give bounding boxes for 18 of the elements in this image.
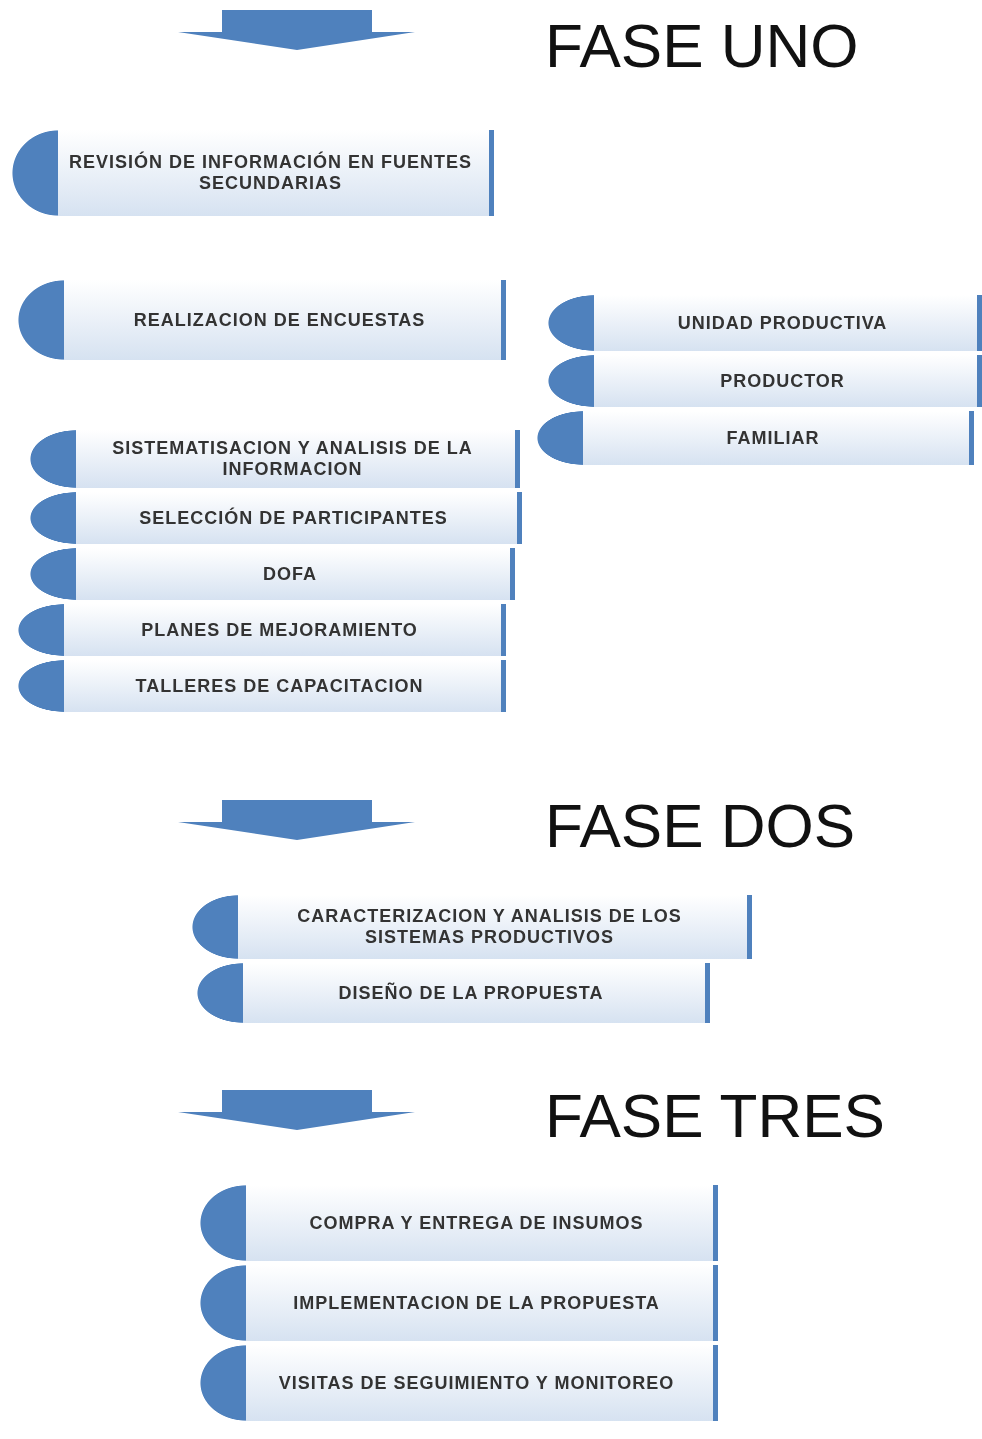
step-label: SISTEMATISACION Y ANALISIS DE LA INFORMACION: [111, 438, 474, 480]
step-label: DISEÑO DE LA PROPUESTA: [338, 982, 604, 1004]
phase-heading: FASE DOS: [545, 795, 856, 857]
step-label: UNIDAD PRODUCTIVA: [677, 312, 888, 334]
phase-heading: FASE TRES: [545, 1085, 885, 1147]
step-label: CARACTERIZACION Y ANALISIS DE LOS SISTEMAS PRODUCTIVOS: [296, 906, 683, 948]
step-label: COMPRA Y ENTREGA DE INSUMOS: [309, 1212, 644, 1234]
step-label: PRODUCTOR: [720, 370, 845, 392]
phase-heading: FASE UNO: [545, 15, 859, 77]
step-label: IMPLEMENTACION DE LA PROPUESTA: [293, 1292, 660, 1314]
step-label: SELECCIÓN DE PARTICIPANTES: [139, 507, 448, 529]
step-label: REVISIÓN DE INFORMACIÓN EN FUENTES SECUNDARIAS: [68, 152, 473, 194]
step-label: DOFA: [263, 563, 317, 585]
step-label: FAMILIAR: [726, 427, 820, 449]
step-label: VISITAS DE SEGUIMIENTO Y MONITOREO: [278, 1372, 675, 1394]
step-label: REALIZACION DE ENCUESTAS: [133, 309, 426, 331]
step-label: TALLERES DE CAPACITACION: [135, 675, 424, 697]
step-label: PLANES DE MEJORAMIENTO: [141, 619, 418, 641]
